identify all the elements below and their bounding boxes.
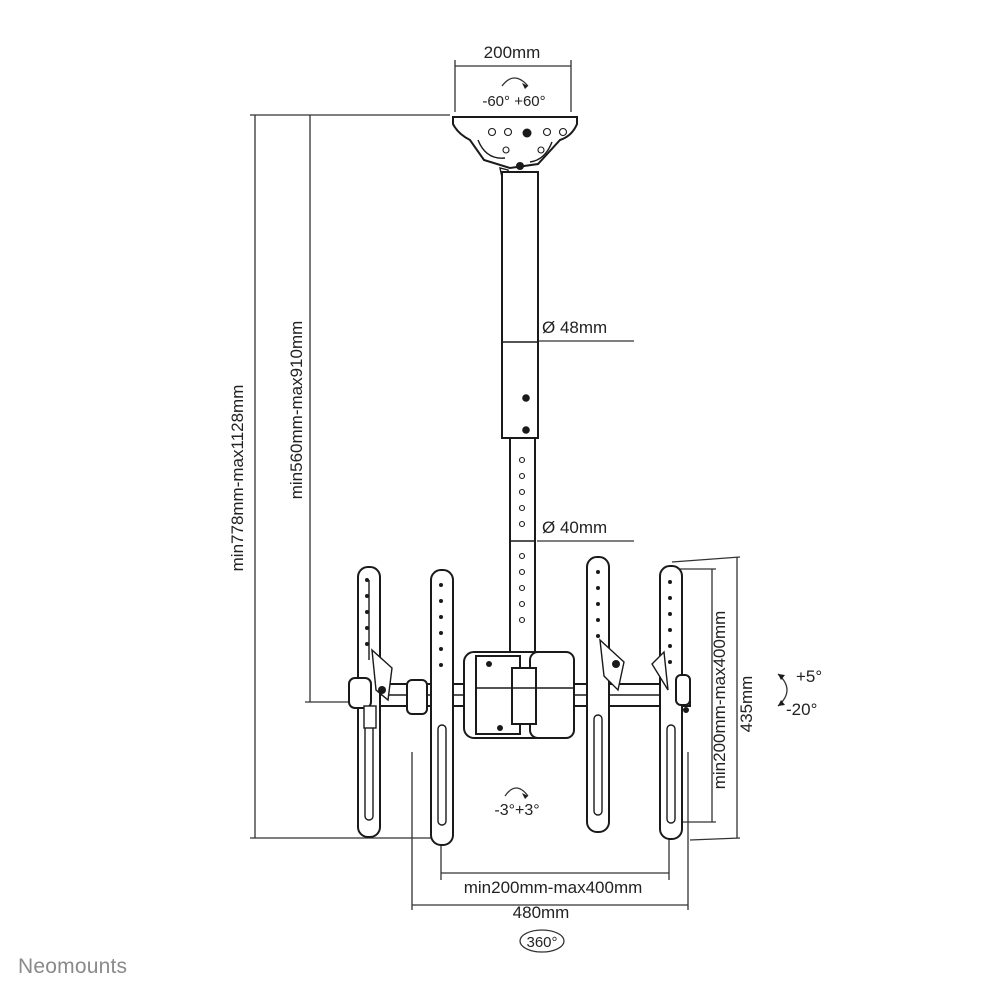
ceiling-plate <box>452 116 578 197</box>
tilt-arrow-down-icon <box>778 700 785 706</box>
tilt-arrow-up-icon <box>778 674 785 680</box>
ceiling-swivel-label: -60° +60° <box>482 93 545 110</box>
pan-360-icon <box>519 929 565 953</box>
total-height-dimension <box>250 114 450 839</box>
rotation-arrow-icon <box>522 793 528 799</box>
rotation-arc-icon <box>504 787 529 797</box>
pan-label: 360° <box>526 934 557 951</box>
swivel-arrow-head-icon <box>522 83 528 89</box>
swivel-arrow-icon <box>501 77 529 87</box>
rail-spacing-label: min200mm-max400mm <box>464 878 643 897</box>
pole-length-dimension <box>305 115 352 703</box>
pole-length-label: min560mm-max910mm <box>287 321 306 500</box>
outer-pole <box>501 171 539 439</box>
central-joint <box>463 651 575 739</box>
rail-right <box>586 556 610 833</box>
rail-length-dimension <box>671 556 741 841</box>
plate-width-dimension <box>454 60 572 112</box>
rail-length-label: 435mm <box>737 676 756 733</box>
overall-width-label: 480mm <box>513 903 570 922</box>
plate-width-label: 200mm <box>484 43 541 62</box>
overall-width-dimension <box>411 752 689 910</box>
total-height-label: min778mm-max1128mm <box>228 385 247 572</box>
pole-outer-diameter-label: Ø 48mm <box>542 318 607 337</box>
right-bracket <box>599 638 691 713</box>
rotation-label: -3°+3° <box>494 802 539 819</box>
pole-inner-diameter-label: Ø 40mm <box>542 518 607 537</box>
rail-spacing-dimension <box>440 836 670 880</box>
rail-left <box>430 569 454 846</box>
tilt-down-label: -20° <box>786 700 817 719</box>
rail-range-dimension <box>680 568 716 823</box>
brand-logo: Neomounts <box>18 955 128 978</box>
inner-pole <box>509 437 536 654</box>
tilt-up-label: +5° <box>796 667 822 686</box>
left-bracket <box>348 648 428 729</box>
rail-range-label: min200mm-max400mm <box>710 611 729 790</box>
